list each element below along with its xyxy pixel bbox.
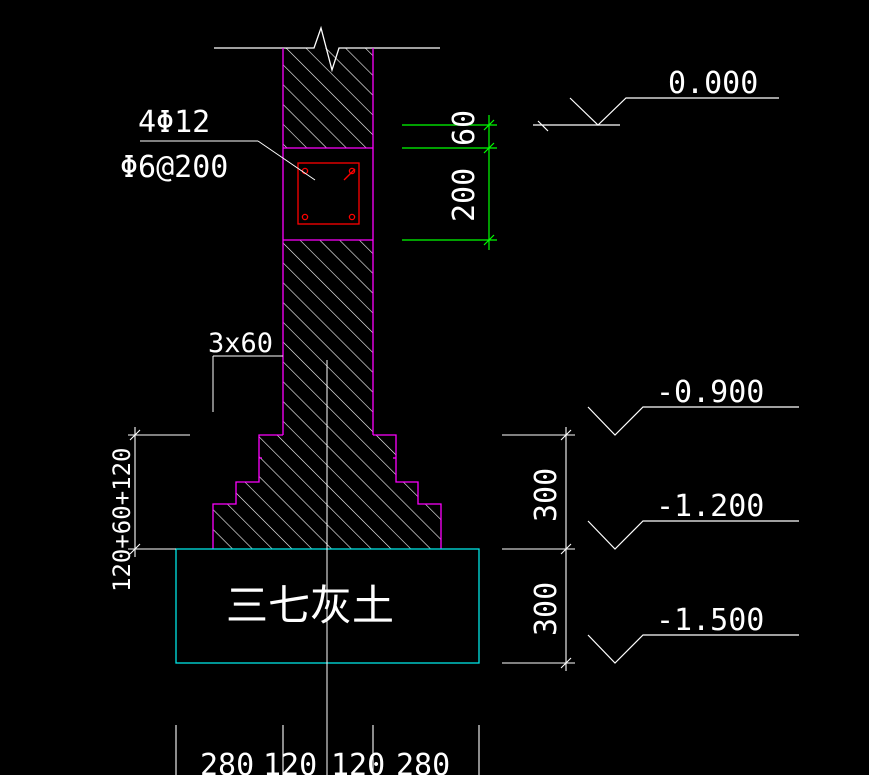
material-label: 三七灰土 (226, 581, 394, 630)
elevation-level-3-symbol (587, 634, 799, 664)
step-note: 3x60 (208, 328, 273, 359)
dim-bottom-3: 120 (331, 748, 385, 775)
rebar-leader (140, 140, 316, 181)
wall-outline (212, 48, 442, 549)
dim-layer-upper: 300 (529, 468, 564, 522)
dim-bottom-1: 280 (200, 748, 254, 775)
beam-dimension-lines (402, 115, 497, 250)
dim-footing-height: 120+60+120 (108, 448, 136, 593)
footing-height-dimension (128, 427, 190, 557)
dim-beam-height: 200 (447, 168, 482, 222)
elevation-level-1: -0.900 (656, 375, 764, 410)
dim-layer-lower: 300 (529, 582, 564, 636)
elevation-ground: 0.000 (668, 66, 758, 101)
ring-beam-rebar (297, 162, 360, 225)
elevation-level-2-symbol (587, 520, 799, 550)
upper-wall-hatch (283, 48, 373, 148)
dim-beam-offset: 60 (447, 110, 482, 146)
main-bars-label: 4Φ12 (138, 105, 210, 140)
elevation-level-2: -1.200 (656, 489, 764, 524)
bottom-dimension-lines (175, 725, 480, 775)
elevation-level-1-symbol (587, 406, 799, 436)
layer-dimension-lines (502, 427, 575, 671)
step-leader (212, 355, 283, 412)
elevation-level-3: -1.500 (656, 603, 764, 638)
elevation-ground-symbol (533, 97, 779, 132)
stirrups-label: Φ6@200 (120, 150, 228, 185)
dim-bottom-2: 120 (263, 748, 317, 775)
dim-bottom-4: 280 (396, 748, 450, 775)
